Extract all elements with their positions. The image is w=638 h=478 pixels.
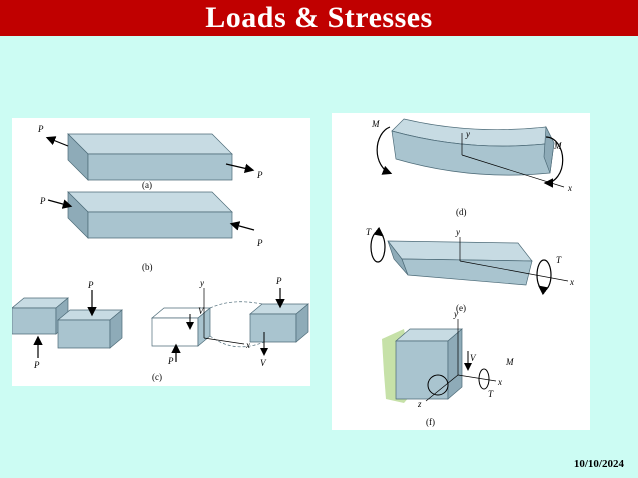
figure-e-axis-y: y <box>455 227 460 237</box>
figure-a-caption: (a) <box>142 180 152 190</box>
figure-b-force-left: P <box>39 196 46 206</box>
figure-b-compression-bar: P P (b) <box>39 191 263 272</box>
figure-c-force-fb-top: P <box>275 276 282 286</box>
figure-f-axis-x: x <box>497 377 502 387</box>
title-bar: Loads & Stresses <box>0 0 638 36</box>
figure-c-axis-x: x <box>245 340 250 350</box>
figure-f-caption: (f) <box>426 417 435 427</box>
figure-e-torque-right: T <box>556 255 562 265</box>
figure-f-axis-z: z <box>417 399 422 409</box>
figure-c-shear-blocks: P P y x V V P P (c <box>12 276 309 382</box>
figure-c-axis-y: y <box>199 278 204 288</box>
slide-title: Loads & Stresses <box>205 1 433 34</box>
figure-d-moment-right: M <box>553 141 562 151</box>
figure-d-moment-left: M <box>371 119 380 129</box>
figure-f-torque: T <box>488 389 494 399</box>
figure-c-force-fb-bottom: P <box>167 356 174 366</box>
figure-d-caption: (d) <box>456 207 467 217</box>
figure-d-axis-y: y <box>465 129 470 139</box>
figure-b-force-right: P <box>256 238 263 248</box>
slide-date: 10/10/2024 <box>573 458 624 470</box>
figure-a-force-left: P <box>37 124 44 134</box>
figure-c-force-top: P <box>87 280 94 290</box>
figure-e-torque-left: T <box>366 227 372 237</box>
figure-d-bending-beam: y x M M (d) <box>371 118 572 217</box>
figure-e-torsion-bar: y x T T (e) <box>366 226 574 313</box>
figure-f-combined-block: y x z V M T (f) <box>382 309 514 427</box>
figure-b-caption: (b) <box>142 262 153 272</box>
figure-panel-right: y x M M (d) y x T T (e) <box>332 113 590 430</box>
figure-a-tension-bar: P P (a) <box>37 124 263 190</box>
figure-c-shear-right: V <box>260 358 267 368</box>
figure-c-force-bottom: P <box>33 360 40 370</box>
figure-c-shear-left: V <box>198 306 205 316</box>
figure-e-caption: (e) <box>456 303 466 313</box>
figure-f-axis-y: y <box>453 309 458 319</box>
figure-d-axis-x: x <box>567 183 572 193</box>
figure-c-caption: (c) <box>152 372 162 382</box>
figure-f-moment: M <box>505 357 514 367</box>
figure-e-axis-x: x <box>569 277 574 287</box>
figure-f-shear: V <box>470 353 477 363</box>
figure-a-force-right: P <box>256 170 263 180</box>
figure-panel-left: P P (a) P P (b) P P <box>12 118 310 386</box>
